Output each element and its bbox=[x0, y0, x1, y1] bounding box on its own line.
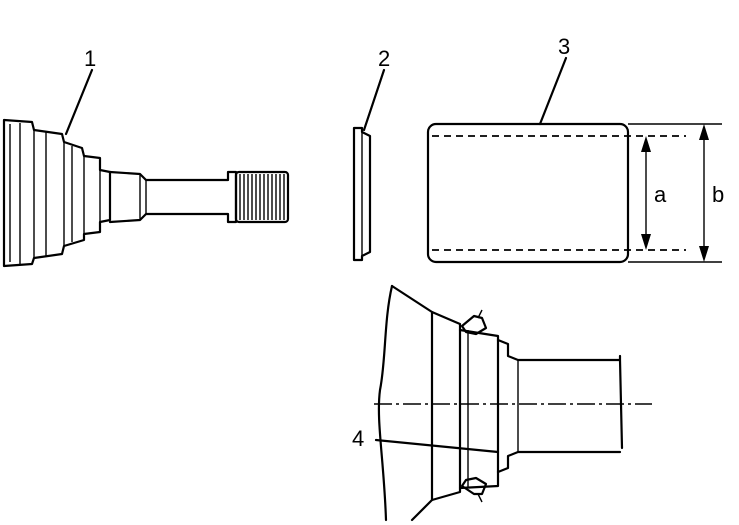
seal-washer bbox=[352, 126, 372, 262]
label-b: b bbox=[712, 182, 724, 207]
upper-seal bbox=[460, 314, 488, 336]
output-shaft bbox=[496, 338, 624, 474]
label-3: 3 bbox=[558, 34, 570, 59]
boot-outline bbox=[2, 118, 112, 268]
leader-line-2 bbox=[362, 68, 386, 132]
housing-section bbox=[374, 284, 652, 522]
label-2: 2 bbox=[378, 46, 390, 71]
leader-line-3 bbox=[538, 56, 568, 126]
axle-shaft bbox=[108, 170, 238, 224]
dimension-b bbox=[699, 124, 709, 262]
dimension-a bbox=[641, 136, 651, 250]
lower-seal bbox=[460, 476, 488, 496]
label-a: a bbox=[654, 182, 667, 207]
splined-end bbox=[234, 170, 290, 224]
cv-joint-assembly bbox=[2, 118, 290, 268]
leader-line-1 bbox=[64, 68, 94, 136]
label-1: 1 bbox=[84, 46, 96, 71]
leader-line-4 bbox=[374, 438, 500, 454]
label-4: 4 bbox=[352, 426, 364, 451]
installer-tube bbox=[426, 122, 722, 264]
